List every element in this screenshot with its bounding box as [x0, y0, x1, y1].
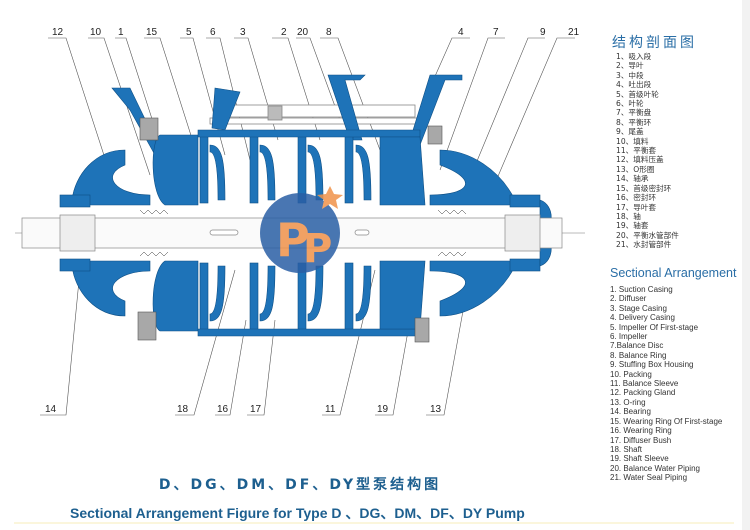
legend-item: 9. Stuffing Box Housing	[610, 360, 694, 370]
callout-number: 10	[90, 27, 102, 38]
callout-number: 19	[377, 404, 389, 415]
legend-item: 5、首级叶轮	[616, 89, 659, 99]
callout-number: 6	[210, 27, 216, 38]
legend-item: 19. Shaft Sleeve	[610, 454, 669, 464]
callout-number: 14	[45, 404, 57, 415]
callout-number: 12	[52, 27, 64, 38]
legend-item: 7.Balance Disc	[610, 341, 664, 351]
legend-item: 5. Impeller Of First-stage	[610, 322, 699, 332]
legend-item: 7、平衡盘	[616, 108, 652, 118]
caption-title-en: Sectional Arrangement Figure for Type D …	[70, 505, 525, 521]
legend-item: 12. Packing Gland	[610, 388, 676, 398]
legend-item: 12、填料压盖	[616, 155, 664, 165]
callout-number: 3	[240, 27, 246, 38]
legend-title-en: Sectional Arrangement	[610, 266, 737, 280]
legend-item: 6、叶轮	[616, 99, 644, 109]
callout-number: 15	[146, 27, 158, 38]
legend-item: 4、吐出段	[616, 80, 652, 90]
legend-item: 14. Bearing	[610, 407, 651, 417]
packing	[139, 209, 467, 257]
callout-number: 21	[568, 27, 580, 38]
legend-item: 3、中段	[616, 70, 644, 80]
callout-number: 9	[540, 27, 546, 38]
legend-item: 4. Delivery Casing	[610, 313, 675, 323]
callout-number: 2	[281, 27, 287, 38]
callout-number: 16	[217, 404, 229, 415]
legend-item: 15. Wearing Ring Of First-stage	[610, 416, 723, 426]
legend-item: 3. Stage Casing	[610, 303, 667, 313]
legend-title-cn: 结构剖面图	[612, 35, 697, 51]
svg-text:P: P	[303, 226, 332, 272]
legend-item: 15、首级密封环	[616, 183, 672, 193]
pump-casing-top	[59, 74, 552, 233]
callout-number: 17	[250, 404, 262, 415]
legend-item: 17、导叶套	[616, 202, 657, 212]
leader-lines	[40, 37, 575, 416]
legend-item: 8. Balance Ring	[610, 350, 667, 360]
pp-logo-icon: P P	[260, 186, 343, 273]
legend-item: 16. Wearing Ring	[610, 426, 672, 436]
legend-item: 6. Impeller	[610, 332, 648, 342]
legend-item: 21. Water Seal Piping	[610, 473, 688, 483]
legend-item: 10. Packing	[610, 369, 652, 379]
balance-water-piping	[209, 104, 421, 125]
pump-casing-bottom	[59, 233, 552, 337]
svg-text:P: P	[276, 213, 310, 267]
callout-number: 8	[326, 27, 332, 38]
legend-item: 2. Diffuser	[610, 294, 647, 304]
legend-item: 18. Shaft	[610, 444, 643, 454]
legend-item: 13. O-ring	[610, 397, 646, 407]
legend-item: 11、平衡套	[616, 146, 657, 156]
legend-item: 9、尾盖	[616, 127, 644, 137]
legend-item: 21、水封管部件	[616, 240, 672, 250]
caption-title-cn: D、DG、DM、DF、DY型泵结构图	[158, 477, 442, 493]
callout-number: 13	[430, 404, 442, 415]
callout-number: 20	[297, 27, 309, 38]
legend-item: 18、轴	[616, 211, 641, 221]
legend-item: 8、平衡环	[616, 117, 652, 127]
callout-number: 18	[177, 404, 189, 415]
legend-item: 20、平衡水管部件	[616, 230, 679, 240]
pump-cross-section-diagram: P P	[15, 37, 585, 416]
legend-item: 1. Suction Casing	[610, 285, 673, 294]
legend-item: 11. Balance Sleeve	[610, 379, 679, 389]
legend-item: 14、轴承	[616, 174, 649, 184]
legend-item: 13、O形圈	[616, 164, 655, 174]
callout-number: 7	[493, 27, 499, 38]
legend-item: 17. Diffuser Bush	[610, 435, 672, 445]
callout-number: 11	[325, 404, 336, 415]
support-feet	[137, 117, 443, 343]
legend-item: 1、吸入段	[616, 52, 652, 61]
callout-number: 1	[118, 27, 124, 38]
legend-item: 10、填料	[616, 136, 649, 146]
legend-item: 20. Balance Water Piping	[610, 463, 700, 473]
legend-item: 19、轴套	[616, 221, 649, 231]
footer-divider	[14, 522, 734, 524]
legend-item: 2、导叶	[616, 61, 644, 71]
callout-number: 4	[458, 27, 464, 38]
legend-item: 16、密封环	[616, 193, 657, 203]
callout-number: 5	[186, 27, 192, 38]
page-edge	[742, 0, 750, 530]
